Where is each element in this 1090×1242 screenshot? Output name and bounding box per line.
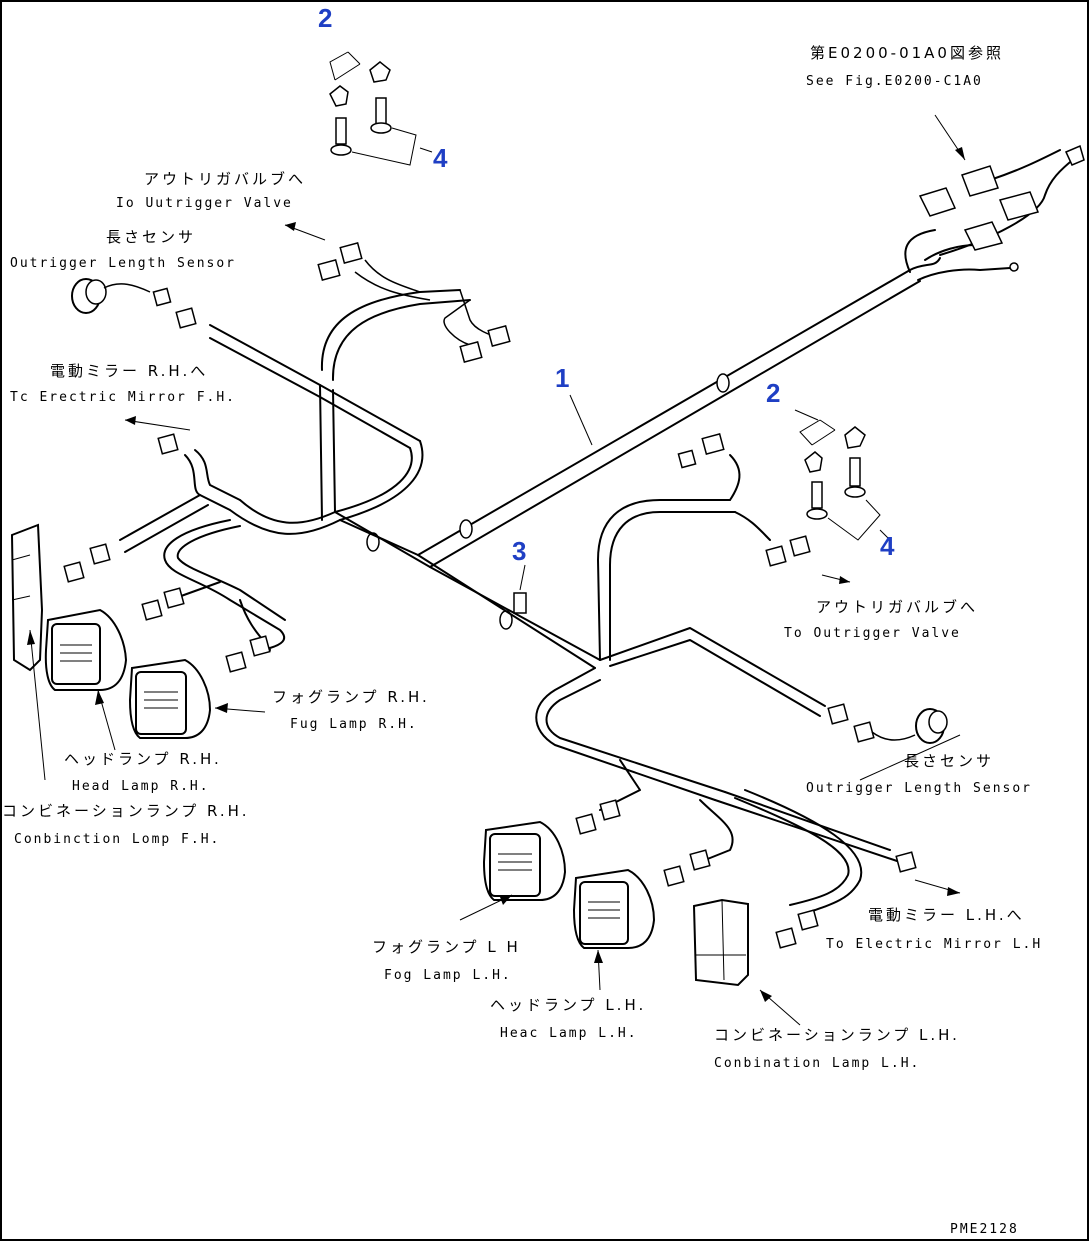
outrigger-valve-rh-label-en: Io Uutrigger Valve: [116, 196, 293, 211]
outrigger-valve-lh-label-jp: アウトリガバルブへ: [816, 598, 979, 616]
callout-4-right: 4: [880, 531, 895, 561]
combination-lamp-lh-label-en: Conbination Lamp L.H.: [714, 1056, 921, 1071]
length-sensor-lh-label-en: Outrigger Length Sensor: [806, 781, 1033, 796]
fog-lamp-rh-label-jp: フォグランプ R.H.: [272, 688, 430, 706]
fog-lamp-rh-label-en: Fug Lamp R.H.: [290, 717, 418, 732]
head-lamp-rh-label-en: Head Lamp R.H.: [72, 779, 210, 794]
callout-1: 1: [555, 363, 570, 393]
length-sensor-rh-label-jp: 長さセンサ: [106, 228, 197, 246]
rh-valve-branch-wires: [354, 259, 501, 346]
trunk-clamps: [366, 373, 730, 630]
mirror-lh-label-en: To Electric Mirror L.H: [826, 937, 1043, 952]
top-right-connectors: [918, 144, 1085, 251]
ref-label-jp: 第E0200-01A0図参照: [810, 44, 1004, 62]
callout-3: 3: [512, 536, 527, 566]
length-sensor-lh-label-jp: 長さセンサ: [904, 752, 995, 770]
main-harness-trunk: [417, 149, 1076, 568]
rh-connectors: [63, 242, 511, 673]
fog-lamp-lh-label-jp: フォグランプ L H: [372, 938, 521, 956]
outrigger-valve-lh-label-en: To Outrigger Valve: [784, 626, 961, 641]
leader-arrowheads: [27, 147, 965, 1002]
mirror-rh-label-jp: 電動ミラー R.H.へ: [50, 362, 209, 380]
clip-and-bolt-set-right: [799, 419, 881, 541]
callout-2-right: 2: [766, 378, 781, 408]
rh-branch-wires: [119, 289, 471, 651]
head-lamp-lh-label-jp: ヘッドランプ L.H.: [490, 996, 647, 1014]
callout-4-top: 4: [433, 143, 448, 173]
lh-length-sensor: [871, 708, 948, 744]
callout-2-top: 2: [318, 3, 333, 33]
lh-head-lamp: [572, 868, 656, 949]
head-lamp-lh-label-en: Heac Lamp L.H.: [500, 1026, 638, 1041]
rh-head-lamp: [44, 608, 128, 691]
lh-fog-lamp: [482, 820, 567, 901]
combination-lamp-rh-label-jp: コンビネーションランプ R.H.: [2, 802, 250, 820]
combination-lamp-rh-label-en: Conbinction Lomp F.H.: [14, 832, 221, 847]
mirror-lh-label-jp: 電動ミラー L.H.へ: [868, 906, 1025, 924]
head-lamp-rh-label-jp: ヘッドランプ R.H.: [64, 750, 222, 768]
lh-combination-lamp: [692, 898, 749, 987]
clip-and-bolt-set-top: [329, 51, 417, 166]
lh-connectors: [575, 433, 917, 949]
drawing-number: PME2128: [950, 1222, 1019, 1237]
rh-combination-lamp: [10, 523, 44, 672]
rh-fog-lamp: [128, 658, 212, 739]
mirror-rh-label-en: Tc Erectric Mirror F.H.: [10, 390, 237, 405]
outrigger-valve-rh-label-jp: アウトリガバルブへ: [144, 170, 307, 188]
ref-label-en: See Fig.E0200-C1A0: [806, 74, 983, 89]
rh-length-sensor: [71, 278, 151, 314]
fog-lamp-lh-label-en: Fog Lamp L.H.: [384, 968, 512, 983]
length-sensor-rh-label-en: Outrigger Length Sensor: [10, 256, 237, 271]
combination-lamp-lh-label-jp: コンビネーションランプ L.H.: [714, 1026, 960, 1044]
